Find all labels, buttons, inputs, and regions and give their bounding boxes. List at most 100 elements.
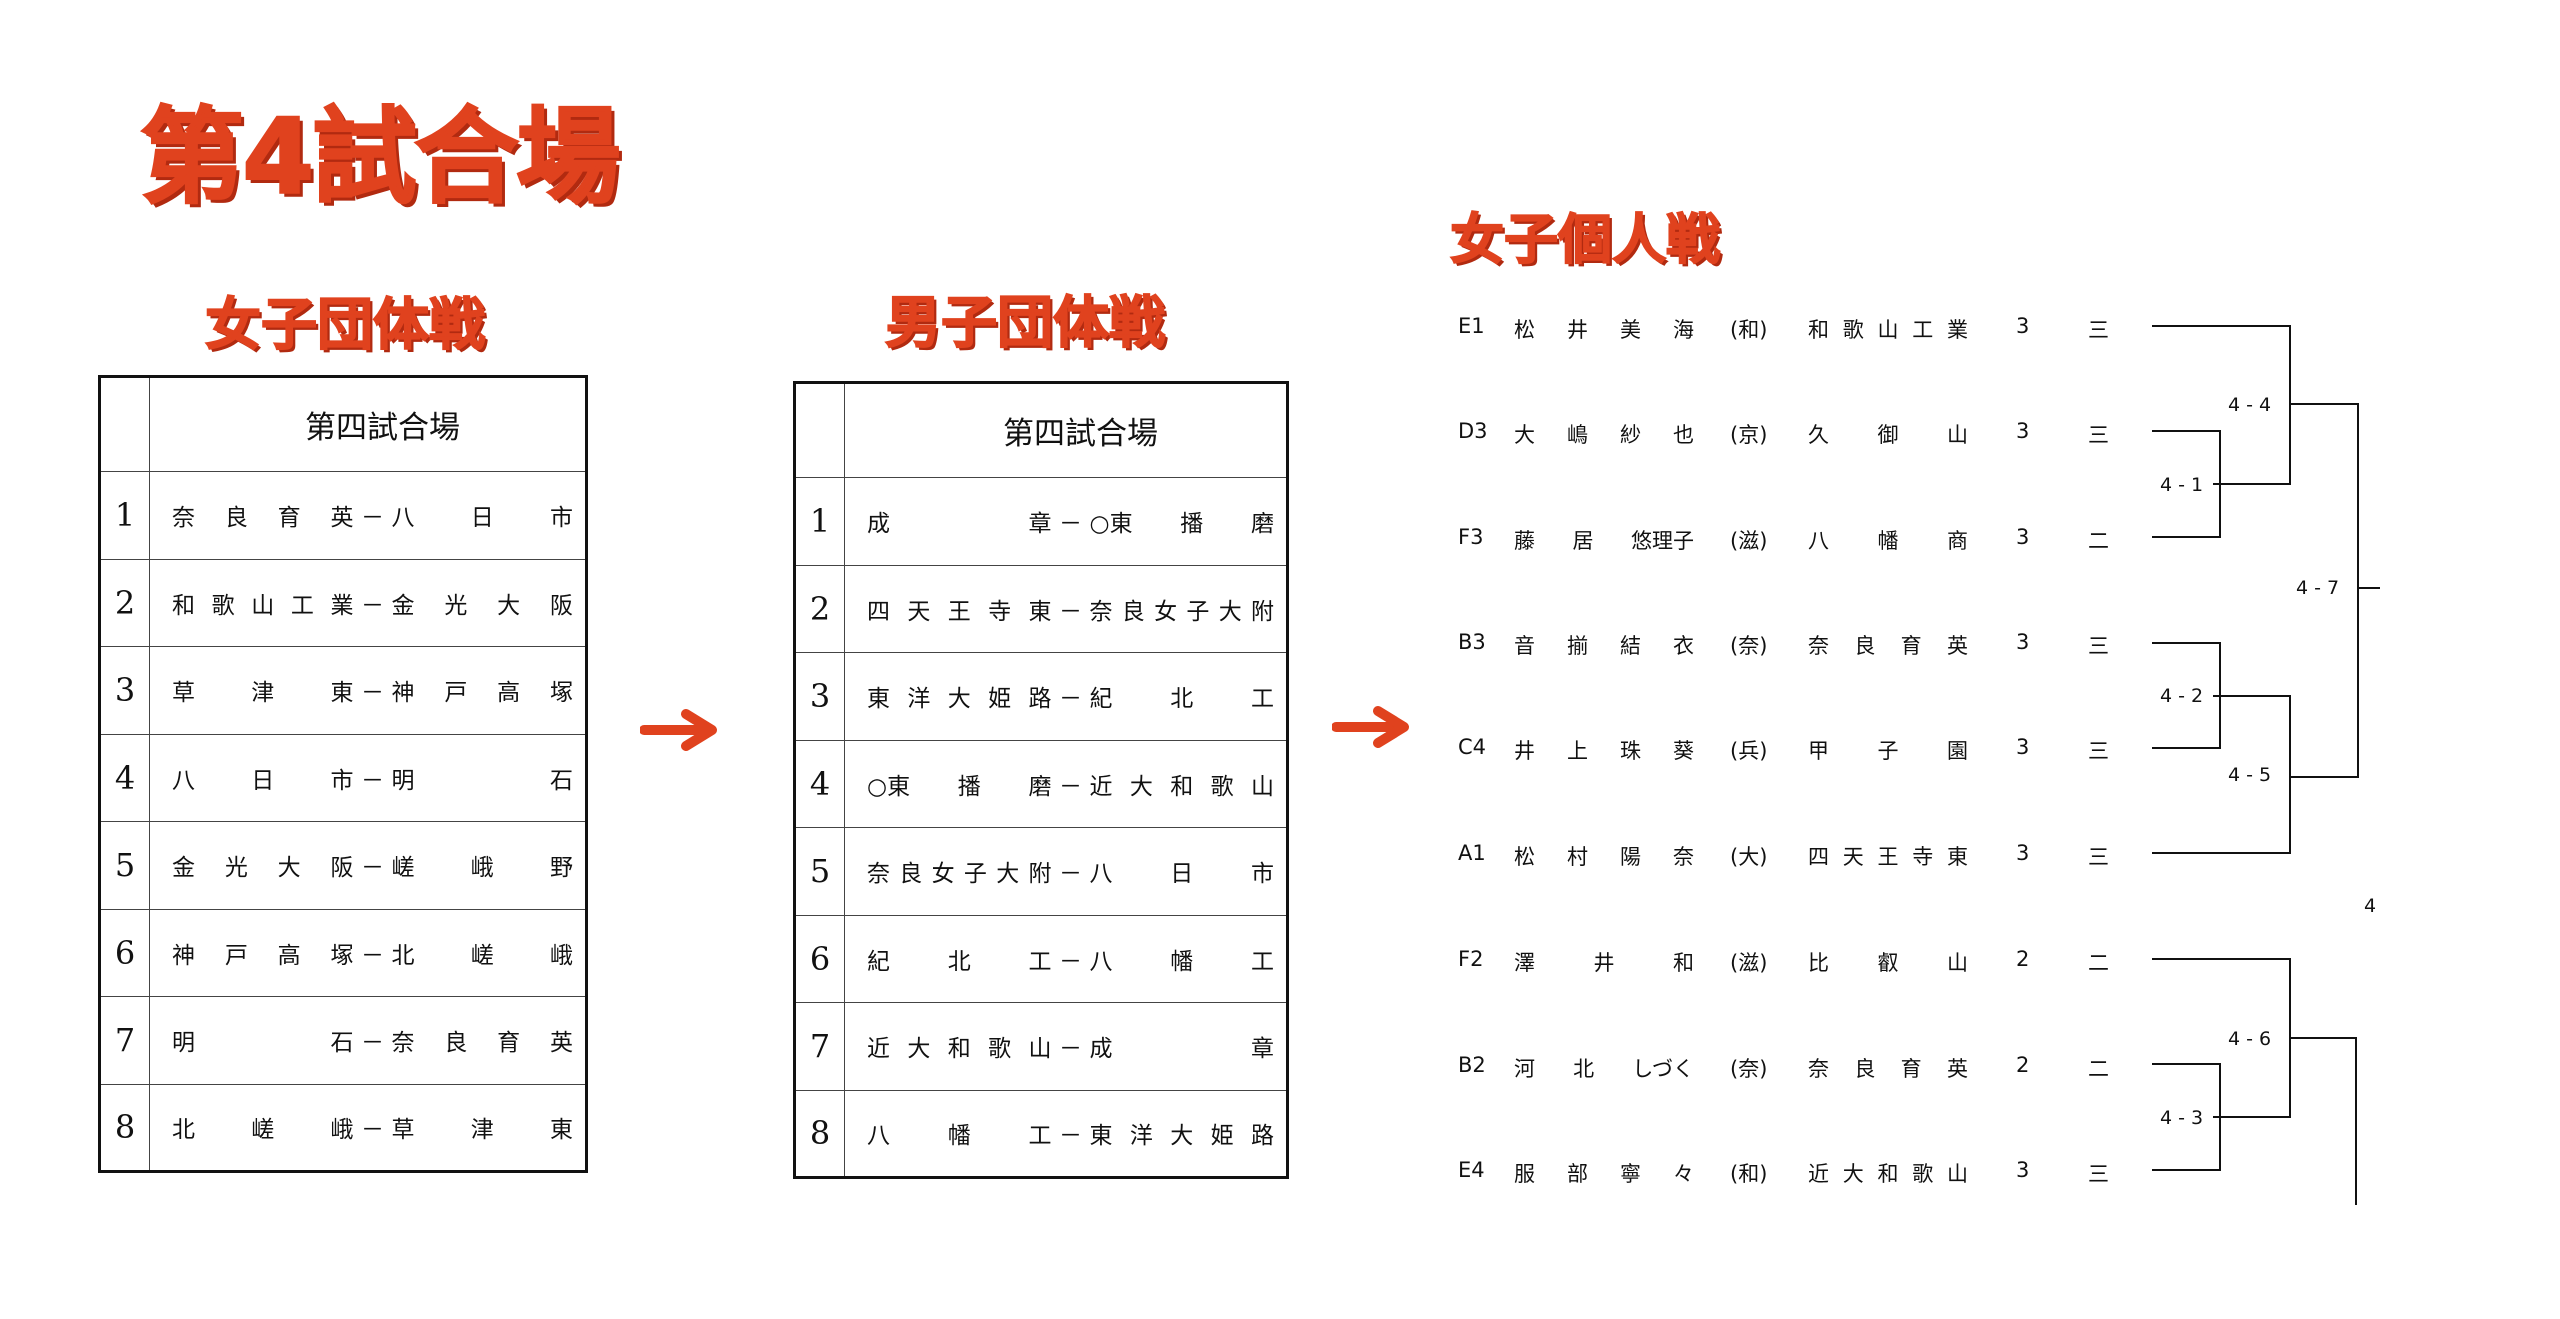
school-name-char: 叡 [1877,951,1899,975]
team-name-char: 大 [497,592,521,619]
team-name-char: 金 [172,855,195,882]
team-name-char: 日 [470,505,494,532]
team-name-char: 天 [907,598,931,625]
player-grade: 3 [2016,841,2030,865]
player-name-char: 衣 [1673,634,1694,658]
team-name-char: 東 [1089,1123,1113,1150]
player-seed: E4 [1458,1158,1485,1182]
versus-dash: － [361,1117,384,1144]
school-name-char: 英 [1946,1057,1968,1081]
player-name-char: 珠 [1620,739,1641,763]
school-name-char: 和 [1877,1162,1899,1186]
versus-dash: － [1059,511,1082,538]
team-name-char: 章 [1028,511,1052,538]
player-prefecture: (京) [1730,423,1768,447]
school-name-char: 子 [1877,739,1899,763]
school-name-char: 奈 [1808,634,1829,658]
team-name-char: 良 [444,1030,468,1057]
versus-dash: － [1059,1123,1082,1150]
team-name-char: 播 [957,773,981,800]
school-name-char: 歌 [1912,1162,1934,1186]
team-name-char: 大 [996,861,1020,888]
team-name-char: 阪 [330,855,354,882]
team-name-char: 峨 [470,855,494,882]
match-number: 7 [794,1002,845,1091]
player-name-char: 々 [1673,1162,1694,1186]
team-a: 四天王寺東 [867,592,1052,626]
school-name-char: 八 [1808,529,1829,553]
player-name-char: 寧 [1620,1162,1641,1186]
team-name-char: 近 [867,1036,890,1063]
team-name-char: 北 [1170,686,1194,713]
bracket-line [2152,430,2221,538]
player-name-char: 井 [1593,951,1615,975]
team-name-char: 嵯 [251,1117,275,1144]
team-name-char: 光 [224,855,248,882]
team-name-char: 石 [550,767,573,794]
team-name-char: 歌 [988,1036,1012,1063]
team-name-char: 草 [391,1117,415,1144]
team-name-char: 大 [1170,1123,1194,1150]
school-name-char: 良 [1854,634,1876,658]
team-name-char: 峨 [330,1117,354,1144]
match-number: 1 [99,471,150,560]
match-number: 5 [794,827,845,916]
team-name-char: 日 [1170,861,1194,888]
school-name-char: 御 [1877,423,1899,447]
versus-dash: － [1059,1036,1082,1063]
team-name-char: 大 [1129,773,1153,800]
team-name-char: 洋 [907,686,931,713]
team-name-char: 山 [251,592,275,619]
team-b: 八日市 [392,498,574,532]
bracket-label: 4 - 3 [2160,1107,2203,1129]
team-name-char: 磨 [1250,511,1274,538]
team-b: 奈良育英 [392,1023,574,1057]
team-b: 八幡工 [1090,942,1275,976]
player-prefecture: (和) [1730,1162,1768,1186]
team-name-char: 津 [251,680,275,707]
team-b: 成章 [1090,1029,1275,1063]
player-rank: 二 [2088,1057,2109,1081]
team-name-char: 光 [444,592,468,619]
bracket-line [2152,695,2291,854]
player-school: 奈 良育英 [1808,630,1968,660]
school-name-char: 良 [1854,1057,1876,1081]
venue-title: 第4試合場 [139,95,621,219]
school-name-char: 山 [1877,318,1899,342]
team-name-char: 奈 [172,505,195,532]
team-name-char: 子 [1186,598,1210,625]
team-name-char: 和 [947,1036,971,1063]
player-name-char: 奈 [1673,845,1694,869]
team-name-char: 八 [172,767,195,794]
school-name-char: 育 [1900,1057,1922,1081]
team-a: ○東播磨 [867,767,1052,801]
team-name-char: 阪 [549,592,573,619]
player-grade: 3 [2016,735,2030,759]
team-name-char: 八 [391,505,415,532]
team-name-char: 塚 [549,680,573,707]
school-name-char: 英 [1946,634,1968,658]
team-name-char: 塚 [330,942,354,969]
bracket-line [2290,403,2359,778]
player-name-char: 美 [1620,318,1641,342]
match-number: 5 [99,821,150,910]
player-school: 近大和歌山 [1808,1158,1968,1188]
team-name-char: 戸 [224,942,248,969]
team-name-char: 幡 [1170,948,1194,975]
school-name-char: 育 [1900,634,1922,658]
team-name-char: 姫 [1210,1123,1234,1150]
school-name-char: 大 [1842,1162,1864,1186]
player-grade: 3 [2016,419,2030,443]
team-name-char: 峨 [550,942,573,969]
team-name-char: 山 [1028,1036,1052,1063]
bracket-line [2290,1037,2357,1205]
versus-dash: － [361,1030,384,1057]
player-school: 和歌山工業 [1808,314,1968,344]
player-seed: C4 [1458,735,1487,759]
school-name-char: 工 [1912,318,1934,342]
team-name-char: 路 [1251,1123,1274,1150]
